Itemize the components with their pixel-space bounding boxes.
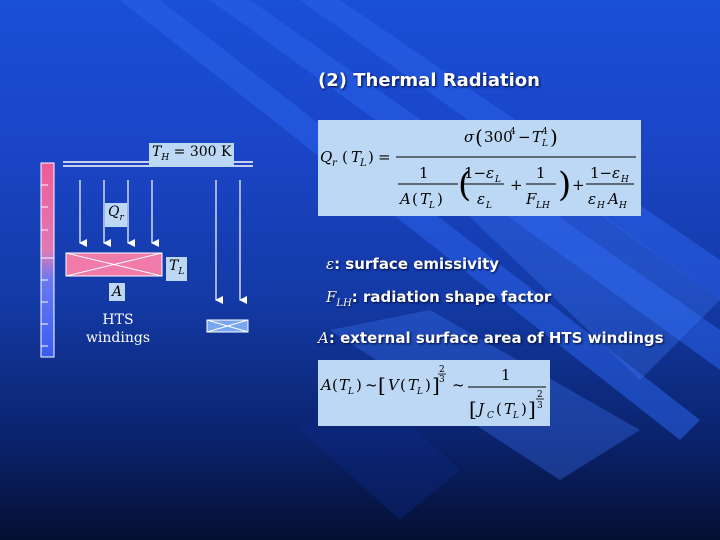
svg-text:1−: 1− bbox=[590, 164, 612, 182]
svg-text:L: L bbox=[416, 387, 423, 397]
svg-text:T: T bbox=[420, 190, 431, 208]
definition-shape-factor: FLH: radiation shape factor bbox=[326, 288, 551, 309]
th-label: TH = 300 K bbox=[149, 143, 235, 167]
hts-line1: HTS bbox=[102, 312, 134, 328]
svg-text:1: 1 bbox=[501, 366, 511, 384]
svg-text:V: V bbox=[388, 376, 401, 394]
svg-text:(: ( bbox=[332, 376, 338, 394]
svg-text:F: F bbox=[525, 190, 537, 208]
svg-text:3: 3 bbox=[439, 375, 445, 385]
svg-text:=: = bbox=[378, 148, 391, 166]
svg-text:ε: ε bbox=[612, 164, 620, 182]
svg-text:[: [ bbox=[469, 397, 477, 421]
svg-text:~: ~ bbox=[452, 376, 465, 394]
tl-label: TL bbox=[166, 257, 188, 281]
hts-winding-box bbox=[65, 252, 163, 277]
svg-text:(: ( bbox=[412, 190, 418, 208]
qr-label: Qr bbox=[105, 203, 127, 227]
svg-text:A: A bbox=[398, 190, 411, 208]
definition-area: A: external surface area of HTS windings bbox=[318, 329, 664, 347]
svg-text:(: ( bbox=[400, 376, 406, 394]
svg-text:C: C bbox=[487, 411, 494, 421]
svg-text:~: ~ bbox=[365, 376, 378, 394]
svg-text:H: H bbox=[596, 201, 605, 211]
svg-text:): ) bbox=[356, 376, 362, 394]
svg-text:A: A bbox=[606, 190, 619, 208]
svg-text:L: L bbox=[347, 387, 354, 397]
svg-text:L: L bbox=[512, 411, 519, 421]
svg-text:(: ( bbox=[342, 148, 348, 166]
svg-text:A: A bbox=[319, 376, 332, 394]
svg-text:4: 4 bbox=[542, 127, 548, 137]
svg-text:(: ( bbox=[458, 165, 471, 205]
svg-text:3: 3 bbox=[537, 401, 543, 411]
svg-text:]: ] bbox=[432, 373, 440, 397]
svg-text:T: T bbox=[408, 376, 419, 394]
svg-text:+: + bbox=[510, 176, 523, 194]
radiation-equation: Q r ( T L ) = σ ( 300 4 − T 4 L ) 1 A ( … bbox=[318, 120, 641, 216]
svg-text:L: L bbox=[541, 139, 548, 149]
definition-text: : external surface area of HTS windings bbox=[328, 329, 664, 347]
a-symbol: A bbox=[318, 329, 329, 347]
definition-emissivity: ε: surface emissivity bbox=[326, 255, 499, 273]
svg-text:H: H bbox=[618, 201, 627, 211]
svg-text:σ: σ bbox=[464, 128, 475, 146]
svg-text:2: 2 bbox=[537, 390, 543, 400]
svg-text:ε: ε bbox=[486, 164, 494, 182]
svg-text:ε: ε bbox=[477, 190, 485, 208]
svg-text:J: J bbox=[475, 400, 485, 418]
svg-text:r: r bbox=[332, 158, 338, 169]
small-winding-box bbox=[206, 319, 249, 333]
svg-text:1: 1 bbox=[536, 164, 546, 182]
svg-text:): ) bbox=[425, 376, 431, 394]
definition-text: : surface emissivity bbox=[334, 255, 500, 273]
svg-text:LH: LH bbox=[535, 201, 550, 211]
svg-text:2: 2 bbox=[439, 365, 445, 375]
area-scaling-equation: A ( T L ) ~ [ V ( T L ) ] 2 3 ~ 1 [ J C … bbox=[318, 360, 550, 426]
definition-text: : radiation shape factor bbox=[351, 288, 552, 306]
temperature-bar-ticks bbox=[41, 184, 54, 347]
hts-windings-label: HTS windings bbox=[82, 311, 154, 347]
svg-text:): ) bbox=[368, 148, 374, 166]
svg-text:ε: ε bbox=[588, 190, 596, 208]
svg-text:300: 300 bbox=[484, 128, 513, 146]
radiation-arrows bbox=[79, 180, 247, 304]
a-label: A bbox=[109, 283, 126, 301]
svg-text:T: T bbox=[339, 376, 350, 394]
svg-text:T: T bbox=[504, 400, 515, 418]
svg-text:): ) bbox=[550, 125, 558, 149]
svg-text:]: ] bbox=[528, 397, 536, 421]
svg-text:T: T bbox=[351, 148, 362, 166]
svg-text:(: ( bbox=[496, 400, 502, 418]
svg-text:1−: 1− bbox=[464, 164, 486, 182]
hts-line2: windings bbox=[85, 330, 151, 346]
svg-text:L: L bbox=[485, 201, 492, 211]
flh-symbol: FLH bbox=[326, 288, 352, 309]
svg-text:): ) bbox=[558, 165, 571, 205]
svg-text:L: L bbox=[428, 201, 435, 211]
svg-text:L: L bbox=[494, 175, 501, 185]
svg-text:[: [ bbox=[378, 373, 386, 397]
svg-text:T: T bbox=[532, 128, 543, 146]
svg-text:1: 1 bbox=[419, 164, 429, 182]
temperature-bar bbox=[40, 162, 55, 358]
svg-text:4: 4 bbox=[510, 127, 516, 137]
svg-text:(: ( bbox=[475, 125, 483, 149]
svg-text:H: H bbox=[620, 175, 629, 185]
epsilon-symbol: ε bbox=[326, 255, 335, 273]
svg-text:−: − bbox=[518, 128, 531, 146]
slide-title: (2) Thermal Radiation bbox=[318, 70, 540, 91]
svg-text:): ) bbox=[521, 400, 527, 418]
svg-text:Q: Q bbox=[320, 148, 332, 166]
svg-text:): ) bbox=[437, 190, 443, 208]
svg-text:+: + bbox=[572, 176, 585, 194]
svg-text:L: L bbox=[359, 158, 367, 169]
